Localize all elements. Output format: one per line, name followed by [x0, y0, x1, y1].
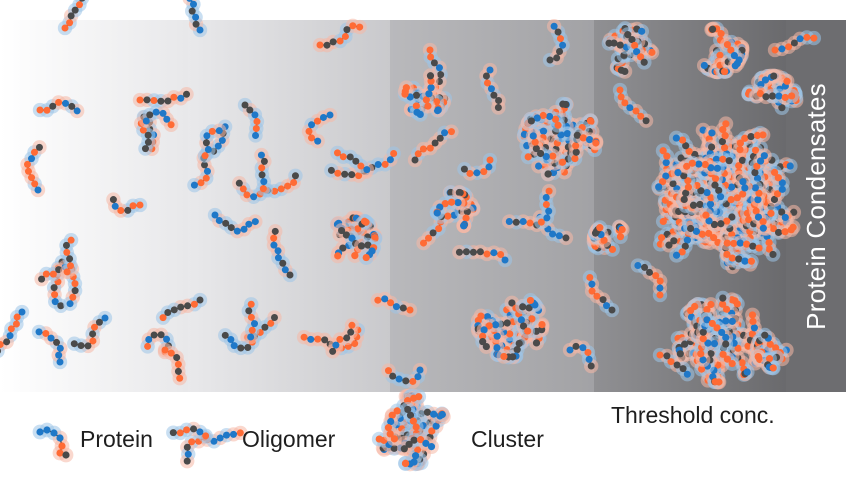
- legend-protein-icon: [32, 422, 74, 463]
- cluster-molecule: [586, 219, 630, 257]
- protein-molecule: [106, 192, 148, 218]
- protein-molecule: [612, 82, 654, 128]
- oligomer-molecule: [134, 104, 179, 156]
- protein-molecule: [20, 140, 47, 198]
- protein-molecule: [266, 224, 298, 283]
- protein-molecule: [542, 19, 570, 68]
- oligomer-molecule: [34, 232, 83, 311]
- cluster-molecule: [741, 68, 804, 116]
- protein-molecule: [157, 342, 187, 386]
- protein-molecule: [32, 95, 85, 119]
- protein-molecule: [31, 324, 68, 370]
- condensate-droplet: [651, 116, 802, 275]
- cluster-molecule: [516, 96, 604, 182]
- condensate-title-strip: Protein Condensates: [786, 20, 846, 392]
- protein-molecule: [155, 292, 208, 325]
- protein-molecule: [132, 87, 194, 109]
- threshold-concentration-label: Threshold conc.: [611, 402, 775, 428]
- protein-molecule: [182, 0, 208, 38]
- legend-oligomer-label: Oligomer: [242, 426, 336, 452]
- cluster-molecule: [601, 21, 660, 79]
- legend-cluster-label: Cluster: [471, 426, 544, 452]
- oligomer-molecule: [187, 119, 233, 193]
- protein-molecule: [381, 362, 428, 389]
- oligomer-molecule: [232, 147, 303, 204]
- protein-molecule: [452, 244, 513, 268]
- cluster-molecule: [696, 21, 750, 80]
- cluster-molecule: [749, 327, 794, 376]
- legend-icons: [32, 388, 451, 472]
- protein-molecule: [0, 304, 30, 358]
- protein-molecule: [67, 310, 113, 354]
- cluster-molecule: [330, 210, 383, 265]
- oligomer-molecule: [324, 145, 401, 183]
- protein-molecule: [370, 291, 418, 318]
- protein-molecule: [582, 270, 620, 318]
- cluster-molecule: [429, 185, 481, 234]
- protein-molecule: [457, 152, 498, 181]
- protein-molecule: [562, 339, 599, 374]
- protein-molecule: [407, 124, 459, 168]
- protein-molecule: [479, 62, 506, 115]
- protein-molecule: [301, 107, 338, 149]
- protein-molecule: [767, 30, 822, 58]
- protein-molecule: [207, 207, 263, 239]
- protein-molecule: [312, 18, 367, 53]
- molecule-layer: [0, 0, 822, 390]
- oligomer-molecule: [218, 297, 282, 356]
- oligomer-molecule: [502, 183, 574, 246]
- protein-molecule: [630, 258, 668, 303]
- legend-protein-label: Protein: [80, 426, 153, 452]
- condensate-title: Protein Condensates: [800, 82, 831, 330]
- protein-molecule: [237, 97, 265, 143]
- cluster-molecule: [470, 293, 550, 365]
- cluster-molecule: [397, 68, 453, 122]
- oligomer-molecule: [296, 318, 366, 359]
- legend-cluster-icon: [371, 388, 451, 472]
- protein-molecule: [652, 347, 695, 382]
- protein-molecule: [57, 0, 90, 36]
- legend-oligomer-icon: [166, 421, 248, 469]
